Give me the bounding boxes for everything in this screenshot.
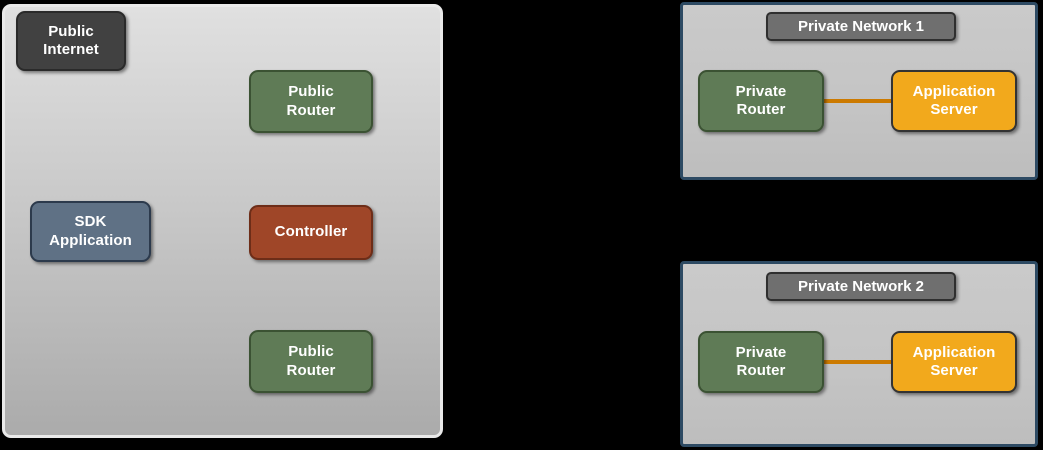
node-private-router-2-label: Private Router <box>735 343 787 379</box>
node-application-server-2[interactable]: Application Server <box>891 331 1017 393</box>
private-network-2-title: Private Network 2 <box>766 272 956 301</box>
private-network-1-title: Private Network 1 <box>766 12 956 41</box>
node-public-internet[interactable]: Public Internet <box>16 11 126 71</box>
node-controller[interactable]: Controller <box>249 205 373 260</box>
node-public-router-bottom-label: Public Router <box>286 343 336 379</box>
node-private-router-2[interactable]: Private Router <box>698 331 824 393</box>
link-private-router-2-to-application-server-2 <box>820 360 895 364</box>
node-application-server-1[interactable]: Application Server <box>891 70 1017 132</box>
node-private-router-1-label: Private Router <box>735 82 787 118</box>
private-network-1-title-label: Private Network 1 <box>798 18 924 35</box>
node-application-server-2-label: Application Server <box>912 343 996 379</box>
node-sdk-application[interactable]: SDK Application <box>30 201 151 262</box>
node-controller-label: Controller <box>274 223 348 241</box>
node-sdk-application-label: SDK Application <box>49 213 132 249</box>
node-public-router-top[interactable]: Public Router <box>249 70 373 133</box>
link-private-router-1-to-application-server-1 <box>820 99 895 103</box>
node-private-router-1[interactable]: Private Router <box>698 70 824 132</box>
node-application-server-1-label: Application Server <box>912 82 996 118</box>
private-network-2-title-label: Private Network 2 <box>798 278 924 295</box>
node-public-router-top-label: Public Router <box>286 83 336 119</box>
node-public-internet-label: Public Internet <box>43 22 99 58</box>
node-public-router-bottom[interactable]: Public Router <box>249 330 373 393</box>
